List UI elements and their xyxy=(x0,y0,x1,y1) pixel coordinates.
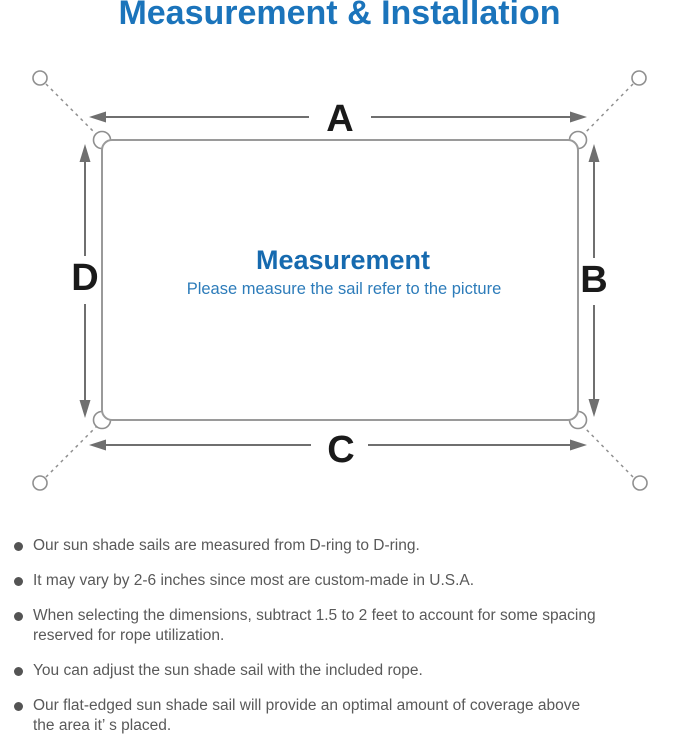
arrowhead-down-icon xyxy=(79,400,91,418)
bullet-icon xyxy=(14,667,23,676)
tether-line-top-right xyxy=(579,83,634,139)
tether-line-bottom-right xyxy=(579,422,634,478)
tether-line-bottom-left xyxy=(45,422,101,478)
dimension-label-b: B xyxy=(580,259,607,301)
dimension-label-d: D xyxy=(71,257,98,299)
diagram-heading: Measurement xyxy=(256,245,430,275)
note-text: Our flat-edged sun shade sail will provi… xyxy=(33,697,581,734)
diagram-subheading: Please measure the sail refer to the pic… xyxy=(187,280,502,298)
note-text: You can adjust the sun shade sail with t… xyxy=(33,662,423,679)
page-title: Measurement & Installation xyxy=(118,0,561,32)
tether-line-top-left xyxy=(45,83,101,139)
dimension-a xyxy=(89,111,587,123)
bullet-icon xyxy=(14,702,23,711)
list-item: Our sun shade sails are measured from D-… xyxy=(14,536,669,556)
note-text: Our sun shade sails are measured from D-… xyxy=(33,537,420,554)
sail-outline xyxy=(101,139,579,421)
list-item: You can adjust the sun shade sail with t… xyxy=(14,661,669,681)
arrowhead-down-icon xyxy=(588,399,600,417)
arrowhead-left-icon xyxy=(89,111,106,123)
arrowhead-up-icon xyxy=(79,144,91,162)
list-item: When selecting the dimensions, subtract … xyxy=(14,606,669,646)
arrowhead-right-icon xyxy=(570,439,587,451)
note-text: When selecting the dimensions, subtract … xyxy=(33,607,596,644)
measurement-diagram: A B C D Measurement Please measure the s… xyxy=(32,70,648,491)
dimension-c xyxy=(89,439,587,451)
anchor-ring-icon xyxy=(32,475,48,491)
list-item: It may vary by 2-6 inches since most are… xyxy=(14,571,669,591)
arrowhead-up-icon xyxy=(588,144,600,162)
note-text: It may vary by 2-6 inches since most are… xyxy=(33,572,475,589)
notes-list: Our sun shade sails are measured from D-… xyxy=(14,528,669,739)
list-item: Our flat-edged sun shade sail will provi… xyxy=(14,696,669,736)
dimension-label-c: C xyxy=(327,429,354,471)
anchor-ring-icon xyxy=(631,70,647,86)
anchor-ring-icon xyxy=(32,70,48,86)
anchor-rings xyxy=(32,70,648,491)
bullet-icon xyxy=(14,542,23,551)
dimension-d xyxy=(79,144,91,418)
bullet-icon xyxy=(14,612,23,621)
arrowhead-right-icon xyxy=(570,111,587,123)
bullet-icon xyxy=(14,577,23,586)
arrowhead-left-icon xyxy=(89,439,106,451)
anchor-ring-icon xyxy=(632,475,648,491)
dimension-b xyxy=(588,144,600,417)
dimension-label-a: A xyxy=(326,98,353,140)
tether-lines xyxy=(45,83,634,478)
